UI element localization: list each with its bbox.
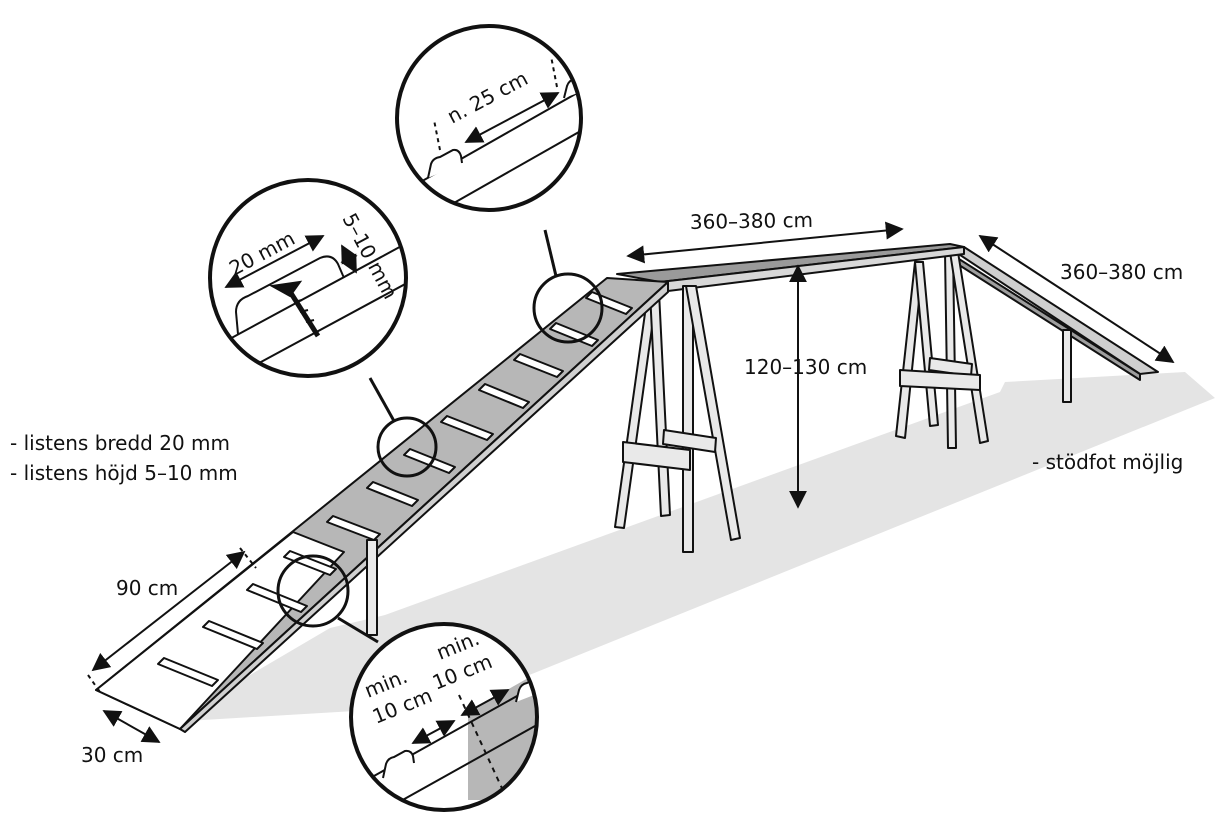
slat-width-note: - listens bredd 20 mm (10, 431, 231, 455)
detail-leaders (276, 229, 604, 644)
detail-min-distance: min. 10 cm min. 10 cm (349, 622, 539, 812)
contact-zone-label: 90 cm (116, 576, 178, 600)
support-note: - stödfot möjlig (1032, 450, 1184, 474)
ramp-length-label: 360–380 cm (1060, 260, 1183, 284)
detail-slat-dimensions: 20 mm 5–10 mm (208, 178, 408, 378)
slat-height-note: - listens höjd 5–10 mm (10, 461, 238, 485)
left-support-frame (614, 285, 741, 553)
detail-slat-spacing: n. 25 cm (395, 24, 583, 212)
dimension-arrows (87, 221, 1175, 743)
screw-icon (268, 280, 321, 338)
slat-notes: - listens bredd 20 mm - listens höjd 5–1… (10, 428, 238, 488)
bridge-length-label: 360–380 cm (690, 208, 814, 234)
width-label: 30 cm (81, 743, 143, 767)
height-label: 120–130 cm (744, 355, 867, 379)
